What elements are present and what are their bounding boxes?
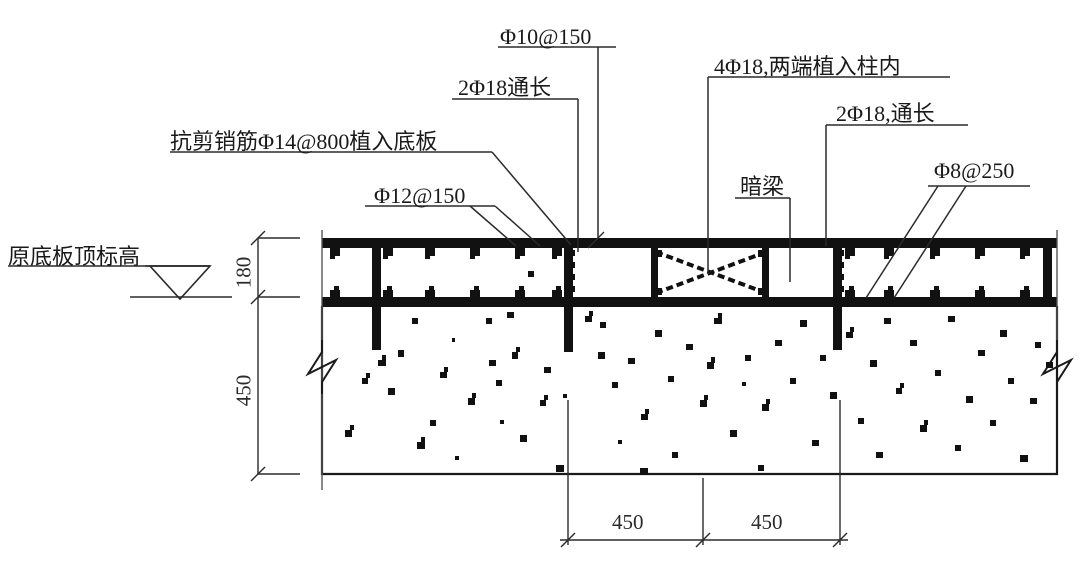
- existing-slab-body: [320, 306, 1059, 476]
- dimension-450-left: 450: [612, 510, 644, 534]
- rebar-ticks-bottom: [330, 286, 1030, 298]
- annotation-shear-dowel: 抗剪销筋Φ14@800植入底板: [170, 129, 438, 154]
- break-line-right: [1040, 340, 1074, 394]
- dimension-450-right: 450: [751, 510, 783, 534]
- new-overlay-slab: [322, 238, 1057, 307]
- annotation-phi12: Φ12@150: [374, 183, 466, 208]
- break-line-left: [305, 340, 339, 394]
- horizontal-dimension-chain: [560, 400, 848, 548]
- annotation-2phi18-left: 2Φ18通长: [458, 75, 552, 100]
- dimension-180: 180: [231, 256, 256, 289]
- boundary-lines: [321, 230, 1058, 490]
- leader-lines: [170, 46, 1030, 299]
- rebar-ticks-top: [330, 248, 1030, 259]
- vertical-dimension-chain: [250, 230, 300, 482]
- annotation-4phi18-into-column: 4Φ18,两端植入柱内: [714, 54, 901, 79]
- annotation-phi10: Φ10@150: [500, 24, 592, 49]
- hidden-beam-x-brace: [651, 248, 769, 297]
- elevation-marker: [8, 265, 232, 301]
- annotation-original-slab-top-elevation: 原底板顶标高: [8, 244, 141, 269]
- stirrup-ties: [569, 250, 844, 298]
- annotation-phi8: Φ8@250: [934, 158, 1015, 183]
- concrete-hatch: [345, 271, 1053, 475]
- column-stubs: [372, 242, 1052, 352]
- annotation-hidden-beam: 暗梁: [740, 174, 785, 199]
- dimension-450-vertical: 450: [231, 374, 256, 407]
- annotation-2phi18-right: 2Φ18,通长: [836, 101, 935, 126]
